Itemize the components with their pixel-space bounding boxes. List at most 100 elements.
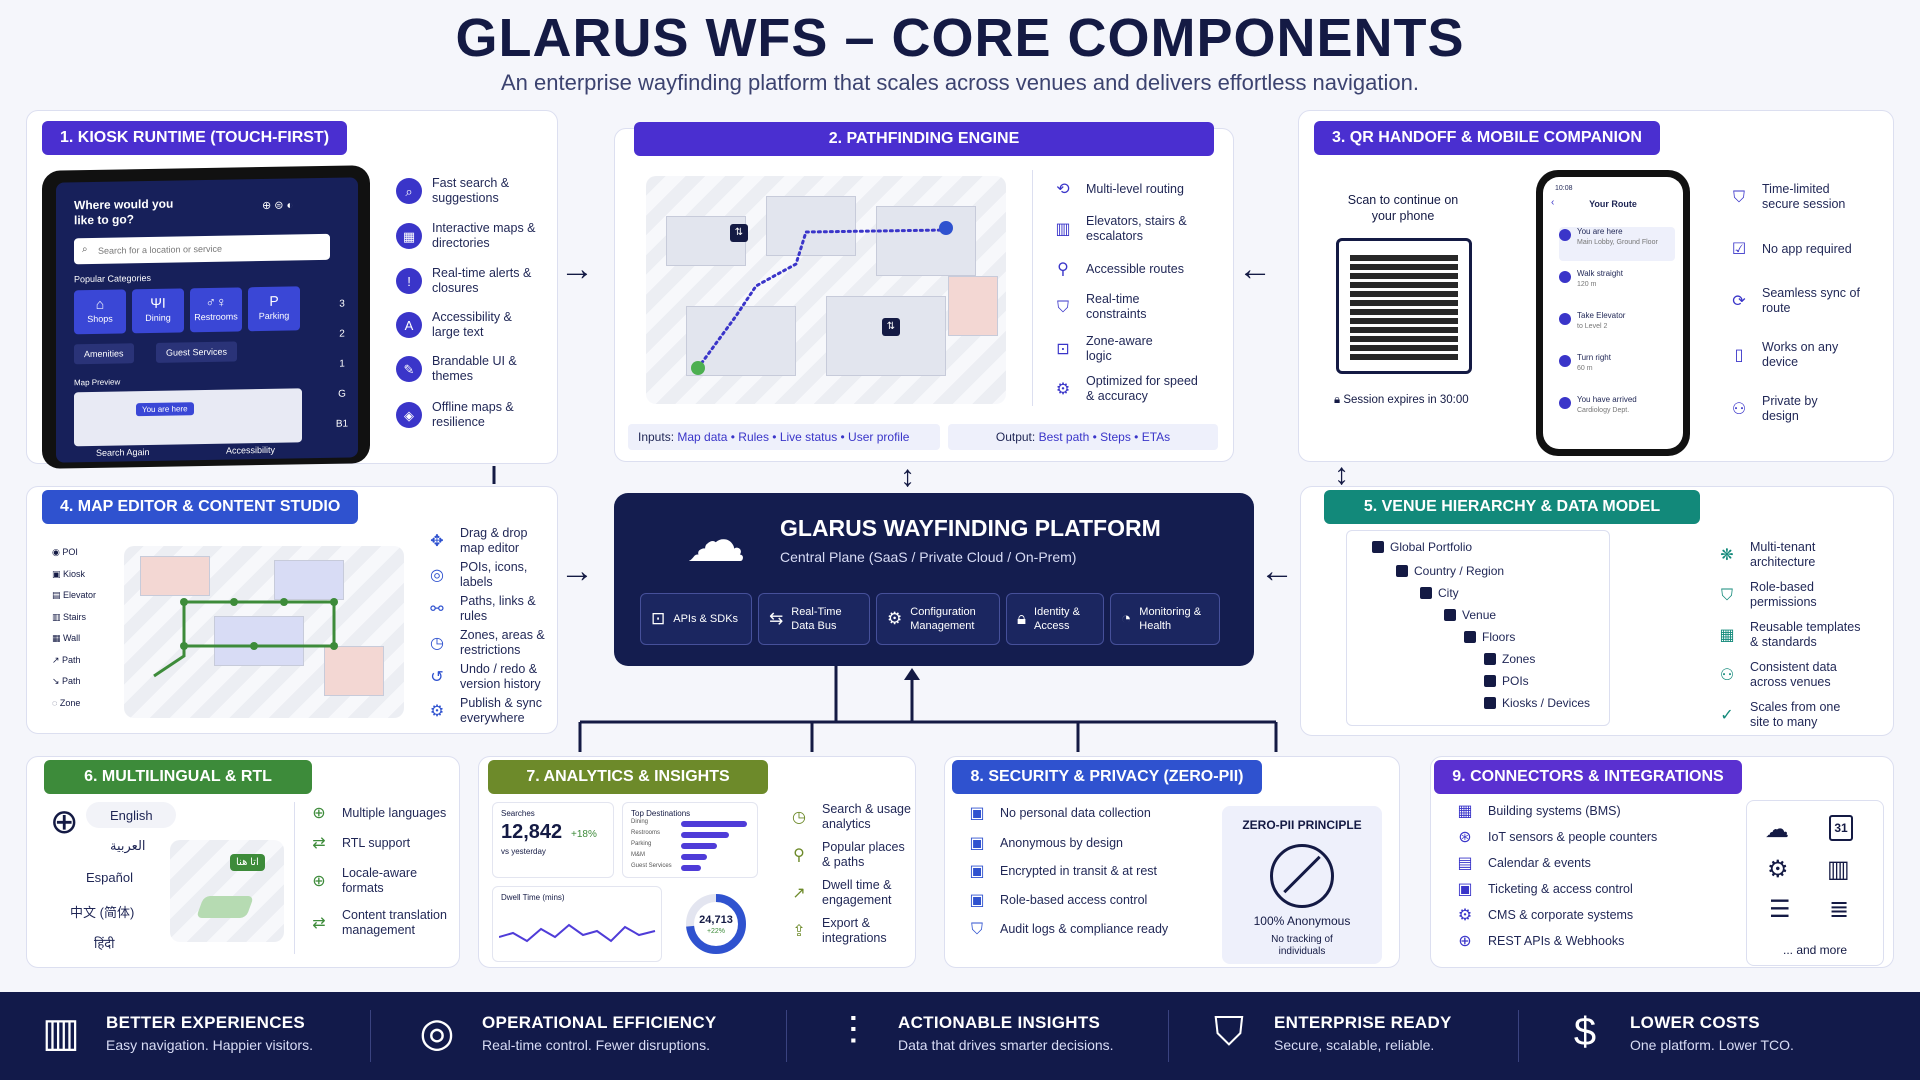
map-room-restricted bbox=[948, 276, 998, 336]
chip-apis[interactable]: ⊡APIs & SDKs bbox=[640, 593, 752, 645]
venue-feature-tenant: ❋Multi-tenant architecture bbox=[1714, 540, 1850, 570]
kiosk-feature-search: ⌕Fast search & suggestions bbox=[396, 176, 542, 206]
lang-spanish[interactable]: Español bbox=[86, 870, 133, 885]
map-room bbox=[214, 616, 304, 666]
route-path bbox=[691, 221, 953, 375]
platform-core: ☁︎ GLARUS WAYFINDING PLATFORM Central Pl… bbox=[614, 493, 1254, 666]
tree-venue[interactable]: Venue bbox=[1444, 608, 1496, 622]
bus-icon: ⇆ bbox=[769, 609, 784, 628]
tree-city[interactable]: City bbox=[1420, 586, 1459, 600]
dollar-icon: $ bbox=[1573, 1010, 1597, 1054]
tree-country[interactable]: Country / Region bbox=[1396, 564, 1504, 578]
phone-route-title: Your Route bbox=[1589, 199, 1637, 209]
connector-item: ⊛IoT sensors & people counters bbox=[1452, 824, 1657, 850]
platform-title: GLARUS WAYFINDING PLATFORM bbox=[780, 515, 1161, 541]
building-icon: ▦ bbox=[1457, 802, 1473, 820]
no-user-icon bbox=[1270, 844, 1334, 908]
tree-global[interactable]: Global Portfolio bbox=[1372, 540, 1472, 554]
calendar-icon: ▤ bbox=[1457, 854, 1473, 872]
qr-feature-device: ▯Works on any device bbox=[1726, 340, 1862, 370]
kiosk-icon bbox=[1484, 697, 1496, 709]
api-icon: ⊡ bbox=[651, 609, 666, 628]
sync-icon: ⟳ bbox=[1732, 292, 1746, 310]
qr-feature-sync: ⟳Seamless sync of route bbox=[1726, 286, 1862, 316]
pathfinding-map: ⇅ ⇅ bbox=[646, 176, 1006, 404]
qr-scan-label: Scan to continue on your phone bbox=[1347, 193, 1459, 223]
lang-hindi[interactable]: हिंदी bbox=[94, 936, 115, 951]
venue-tag: 5. VENUE HIERARCHY & DATA MODEL bbox=[1324, 490, 1700, 524]
bar-chart-icon: ⫶ bbox=[848, 1010, 858, 1054]
qr-code[interactable] bbox=[1350, 252, 1458, 360]
output-bar: Output: Best path • Steps • ETAs bbox=[948, 424, 1218, 450]
connector-item: ▤Calendar & events bbox=[1452, 850, 1590, 876]
database-icon: ≣ bbox=[1829, 896, 1850, 923]
top-destination-bar bbox=[681, 854, 707, 860]
top-destination-bar bbox=[681, 843, 717, 849]
kiosk-feature-brand: ✎Brandable UI & themes bbox=[396, 354, 542, 384]
map-room bbox=[766, 196, 856, 256]
building-icon: ▦ bbox=[396, 223, 422, 249]
arrow-right-icon: → bbox=[560, 250, 594, 288]
walking-icon: ⚲ bbox=[1057, 260, 1069, 278]
building-icon: ▥ bbox=[42, 1011, 80, 1055]
locale-globe-icon: ⊕ bbox=[312, 872, 326, 890]
searches-value: 12,842 bbox=[501, 821, 563, 843]
connector-item: ▦Building systems (BMS) bbox=[1452, 798, 1620, 824]
brush-icon: ✎ bbox=[396, 356, 422, 382]
pathfinding-tag: 2. PATHFINDING ENGINE bbox=[634, 122, 1214, 156]
arrows-icon: ⇄ bbox=[312, 834, 326, 852]
venue-feature-templates: ▦Reusable templates & standards bbox=[1714, 620, 1870, 650]
pin-icon: ◎ bbox=[430, 566, 444, 584]
chip-monitoring[interactable]: ◔Monitoring & Health bbox=[1110, 593, 1220, 645]
trend-icon: ↗ bbox=[792, 884, 806, 902]
divider bbox=[1032, 170, 1033, 406]
lang-english[interactable]: English bbox=[110, 808, 153, 823]
analytics-feature-dwell: ↗Dwell time & engagement bbox=[786, 878, 912, 908]
zone-icon: ⊡ bbox=[1056, 340, 1070, 358]
security-item: ▣No personal data collection bbox=[964, 800, 1150, 826]
chip-databus[interactable]: ⇆Real-Time Data Bus bbox=[758, 593, 870, 645]
top-destination-bar bbox=[681, 865, 701, 871]
lang-chinese[interactable]: 中文 (简体) bbox=[70, 905, 135, 920]
back-icon[interactable]: ‹ bbox=[1551, 197, 1555, 208]
cloud-icon: ☁︎ bbox=[686, 507, 746, 574]
arrow-up-icon bbox=[1559, 271, 1571, 283]
editor-tag: 4. MAP EDITOR & CONTENT STUDIO bbox=[42, 490, 359, 524]
tree-zones[interactable]: Zones bbox=[1484, 652, 1535, 666]
map-room bbox=[274, 560, 344, 600]
searches-delta: +18% bbox=[571, 829, 597, 840]
inputs-bar: Inputs: Map data • Rules • Live status •… bbox=[628, 424, 940, 450]
shield-user-icon: ⛉ bbox=[1720, 586, 1733, 604]
tree-floors[interactable]: Floors bbox=[1464, 630, 1515, 644]
path-feature-zone: ⊡Zone-aware logic bbox=[1050, 334, 1166, 364]
top-destination-bar bbox=[681, 821, 747, 827]
security-item: ▣Encrypted in transit & at rest bbox=[964, 858, 1157, 884]
and-more-label: ... and more bbox=[1782, 943, 1848, 957]
map-room bbox=[876, 206, 976, 276]
lock-icon: ▣ bbox=[969, 862, 985, 880]
chip-identity[interactable]: 🔒︎Identity & Access bbox=[1006, 593, 1104, 645]
tree-pois[interactable]: POIs bbox=[1484, 674, 1529, 688]
editor-feature-zones: ◷Zones, areas & restrictions bbox=[424, 628, 550, 658]
link-icon: ⚯ bbox=[430, 600, 444, 618]
people-icon: ⚇ bbox=[1719, 666, 1735, 684]
tree-kiosks[interactable]: Kiosks / Devices bbox=[1484, 696, 1590, 710]
session-expiry: 🔒︎ Session expires in 30:00 bbox=[1334, 394, 1469, 406]
editor-legend: ◉ POI ▣ Kiosk ▤ Elevator ▥ Stairs ▦ Wall… bbox=[52, 542, 96, 714]
lock-icon: ▣ bbox=[969, 834, 985, 852]
map-room bbox=[686, 306, 796, 376]
shield-icon: ⛉ bbox=[970, 920, 983, 938]
target-icon: ◎ bbox=[419, 1011, 455, 1055]
analytics-feature-popular: ⚲Popular places & paths bbox=[786, 840, 912, 870]
editor-map[interactable] bbox=[124, 546, 404, 718]
lang-arabic[interactable]: العربية bbox=[110, 838, 146, 853]
chip-configuration[interactable]: ⚙Configuration Management bbox=[876, 593, 1000, 645]
phone-icon: ▯ bbox=[1734, 346, 1744, 364]
legend-poi: ◉ POI bbox=[52, 547, 78, 557]
globe-icon: ⊕ bbox=[50, 803, 79, 841]
lang-pill bbox=[86, 802, 176, 828]
